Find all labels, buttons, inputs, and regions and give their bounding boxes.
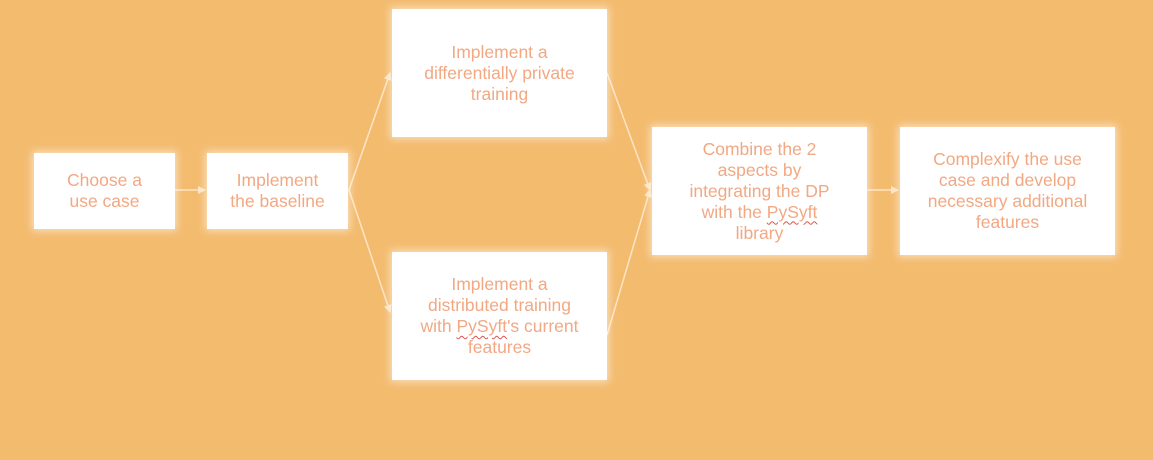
edge-n3-n5: [606, 72, 652, 191]
edge-n4-n5: [606, 189, 652, 336]
edge-n2-n3: [348, 72, 392, 191]
edge-n2-n4: [348, 189, 392, 313]
spellcheck-mark: PySyft: [456, 316, 508, 336]
spellcheck-mark: PySyft: [766, 201, 818, 222]
